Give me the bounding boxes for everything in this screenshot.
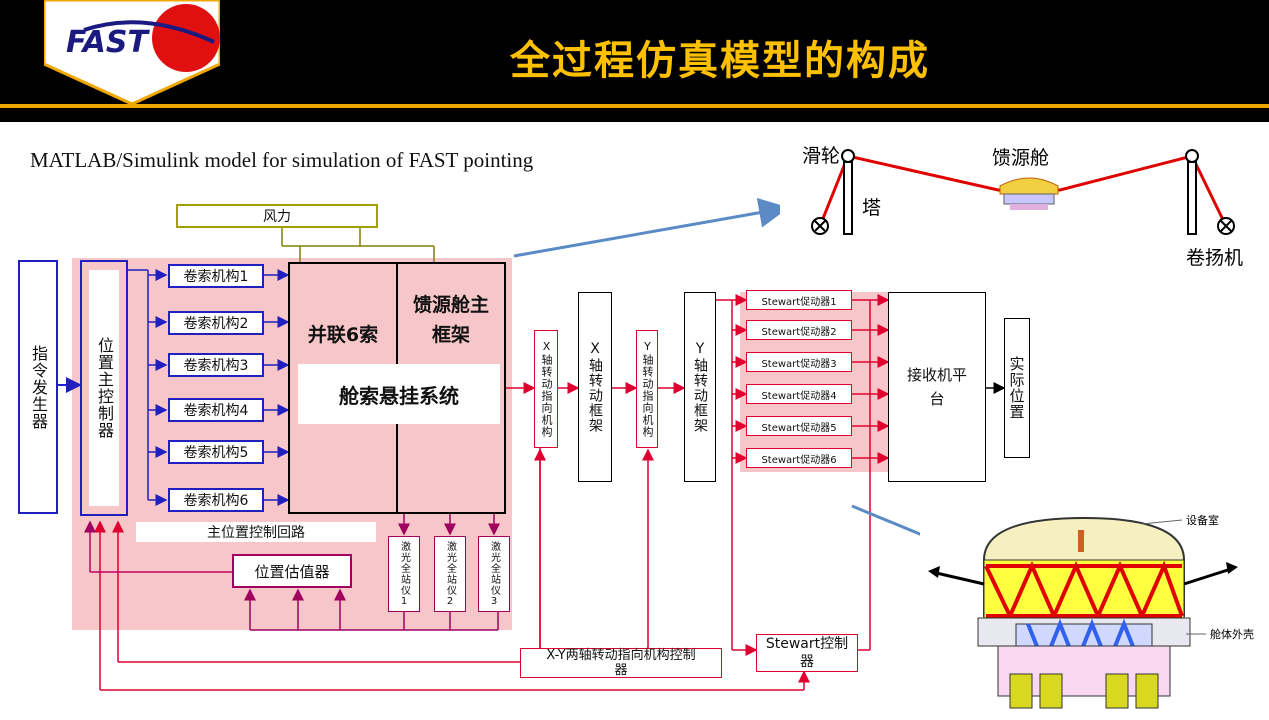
actual-position-box: 实际位置 (1004, 318, 1030, 458)
stewart-controller-box: Stewart控制器 (756, 634, 858, 672)
winch-label: 卷索机构6 (183, 493, 249, 509)
stewart-actuator-label: Stewart促动器5 (761, 422, 837, 434)
winch-label: 卷索机构4 (183, 403, 249, 419)
laser-station-label: 激光全站仪1 (398, 540, 410, 608)
control-loop-label-box: 主位置控制回路 (136, 522, 376, 542)
wind-label: 风力 (263, 209, 291, 225)
header-bar: FAST 全过程仿真模型的构成 (0, 0, 1269, 104)
position-master-label: 位置主控制器 (89, 270, 119, 506)
winch-box-5: 卷索机构5 (168, 440, 264, 464)
suspension-system-label: 舱索悬挂系统 (339, 383, 459, 408)
laser-station-label: 激光全站仪2 (444, 540, 456, 608)
position-master-box: 位置主控制器 (80, 260, 128, 516)
x-drive-label: X轴转动指向机构 (540, 340, 553, 438)
equipment-room-label: 设备室 (1186, 513, 1219, 527)
winch-box-4: 卷索机构4 (168, 398, 264, 422)
receiver-platform-label: 接收机平台 (906, 366, 967, 408)
position-estimator-box: 位置估值器 (232, 554, 352, 588)
wind-box: 风力 (176, 204, 378, 228)
cabin-label: 馈源舱 (992, 147, 1049, 169)
y-frame-label: Y轴转动框架 (692, 341, 708, 433)
stewart-actuator-box-5: Stewart促动器5 (746, 416, 852, 436)
winch-label: 卷索机构2 (183, 316, 249, 332)
stewart-actuator-label: Stewart促动器1 (761, 296, 837, 308)
y-frame-box: Y轴转动框架 (684, 292, 716, 482)
stewart-actuator-label: Stewart促动器3 (761, 358, 837, 370)
stewart-actuator-box-4: Stewart促动器4 (746, 384, 852, 404)
actual-position-label: 实际位置 (1007, 356, 1026, 420)
header-divider (0, 104, 1269, 108)
position-estimator-label: 位置估值器 (254, 562, 330, 581)
winch-label: 卷索机构5 (183, 445, 249, 461)
svg-text:FAST: FAST (66, 25, 150, 60)
winch-label: 卷索机构3 (183, 358, 249, 374)
laser-station-label: 激光全站仪3 (488, 540, 500, 608)
shell-label: 舱体外壳 (1210, 627, 1254, 641)
x-drive-box: X轴转动指向机构 (534, 330, 558, 448)
cable-suspension-inset: 滑轮 塔 馈源舱 卷扬机 (780, 128, 1269, 280)
winch-box-6: 卷索机构6 (168, 488, 264, 512)
stewart-actuator-box-6: Stewart促动器6 (746, 448, 852, 468)
laser-station-box-3: 激光全站仪3 (478, 536, 510, 612)
stewart-actuator-label: Stewart促动器4 (761, 390, 837, 402)
xy-controller-label: X-Y两轴转动指向机构控制器 (546, 648, 696, 678)
command-generator-box: 指令发生器 (18, 260, 58, 514)
pulley-label: 滑轮 (802, 145, 840, 167)
winch-box-3: 卷索机构3 (168, 353, 264, 377)
tower-label: 塔 (862, 197, 881, 219)
y-drive-label: Y轴转动指向机构 (641, 340, 654, 438)
xy-controller-box: X-Y两轴转动指向机构控制器 (520, 648, 722, 678)
parallel-cable-label: 并联6索 (307, 324, 379, 346)
cabin-section-inset: 设备室 舱体外壳 (920, 496, 1269, 720)
stewart-actuator-box-3: Stewart促动器3 (746, 352, 852, 372)
stewart-actuator-label: Stewart促动器2 (761, 326, 837, 338)
receiver-platform-box: 接收机平台 (888, 292, 986, 482)
laser-station-box-1: 激光全站仪1 (388, 536, 420, 612)
stewart-controller-label: Stewart控制器 (765, 636, 849, 670)
laser-station-box-2: 激光全站仪2 (434, 536, 466, 612)
command-generator-label: 指令发生器 (29, 344, 48, 430)
fast-logo: FAST (44, 0, 220, 104)
page-title: 全过程仿真模型的构成 (510, 38, 930, 84)
stewart-actuator-label: Stewart促动器6 (761, 454, 837, 466)
cabin-frame-label: 馈源舱主框架 (412, 294, 489, 346)
stewart-actuator-box-2: Stewart促动器2 (746, 320, 852, 340)
winch-label: 卷索机构1 (183, 269, 249, 285)
model-caption: MATLAB/Simulink model for simulation of … (30, 148, 534, 172)
x-frame-box: X轴转动框架 (578, 292, 612, 482)
stewart-actuator-box-1: Stewart促动器1 (746, 290, 852, 310)
control-loop-label: 主位置控制回路 (207, 525, 305, 541)
winch-box-1: 卷索机构1 (168, 264, 264, 288)
winch-machine-label: 卷扬机 (1186, 247, 1243, 269)
y-drive-box: Y轴转动指向机构 (636, 330, 658, 448)
winch-box-2: 卷索机构2 (168, 311, 264, 335)
suspension-system-box: 舱索悬挂系统 (298, 364, 500, 424)
x-frame-label: X轴转动框架 (587, 341, 603, 433)
